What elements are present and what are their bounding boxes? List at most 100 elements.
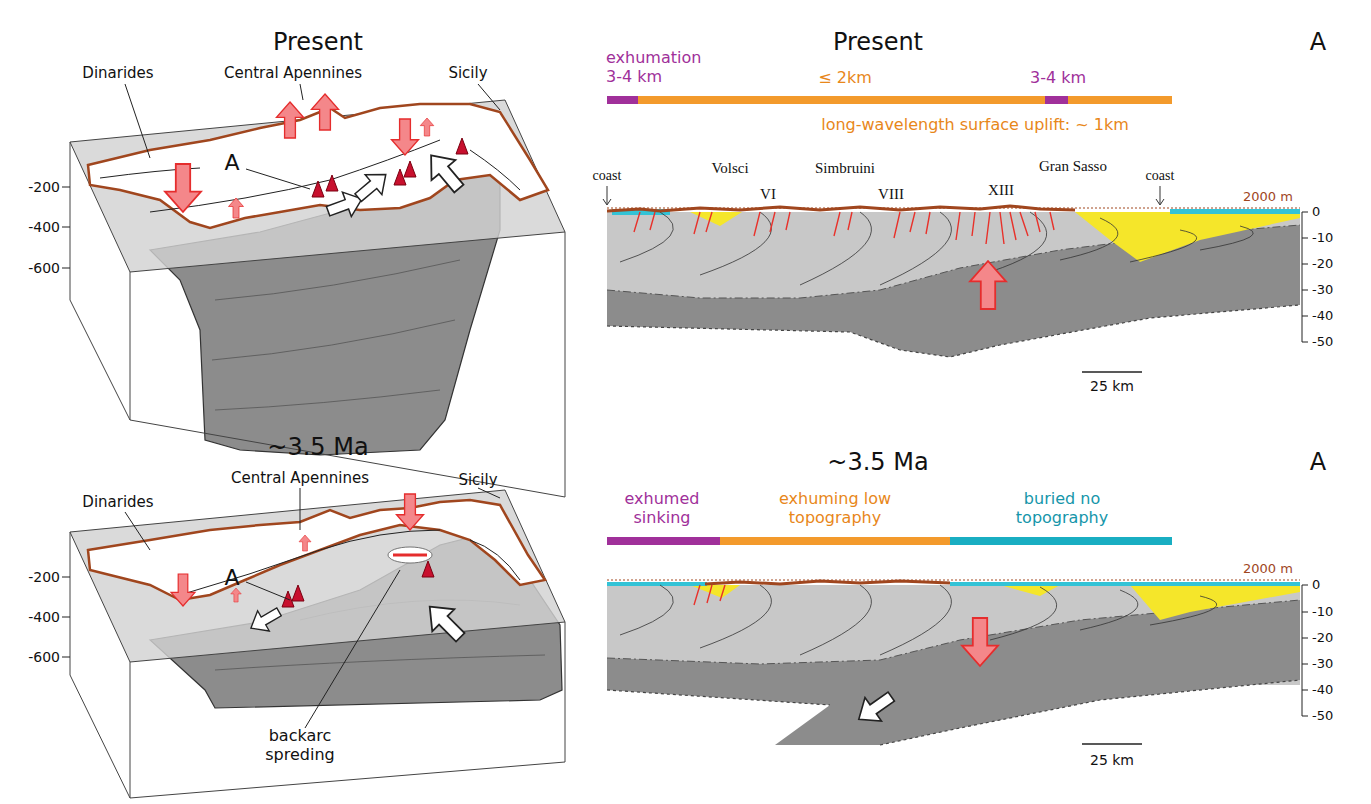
depth-axis xyxy=(1302,212,1308,342)
cross-section-present xyxy=(603,96,1308,372)
block-diagram-present-part xyxy=(404,161,416,177)
topography xyxy=(705,581,950,584)
surface xyxy=(70,100,565,272)
exhumation-bar xyxy=(1068,96,1172,104)
block-diagram-present-part xyxy=(326,175,338,191)
scale-bar xyxy=(1082,371,1142,373)
thrust xyxy=(620,212,1253,285)
panel-title: Present xyxy=(833,28,923,57)
depth-label: -400 xyxy=(28,609,60,626)
depth-label: 0 xyxy=(1312,577,1320,593)
slab-base xyxy=(607,305,1300,357)
region-name: Dinarides xyxy=(82,64,153,82)
state-bar xyxy=(720,537,950,545)
depth-label: -20 xyxy=(1312,630,1333,646)
thrust-front xyxy=(180,530,520,595)
exhumation-bar xyxy=(1045,96,1068,104)
block-diagram-past-part xyxy=(245,602,285,638)
block-diagram-present-part xyxy=(165,164,201,212)
box-edges xyxy=(70,142,565,497)
block-diagram-past-part xyxy=(422,561,434,577)
block-diagram-past-part xyxy=(299,535,311,551)
place-name: coast xyxy=(593,168,622,185)
slab-contour xyxy=(212,260,460,410)
depth-label: 0 xyxy=(1312,204,1320,220)
sea xyxy=(1170,209,1300,214)
region-name: Sicily xyxy=(448,64,487,82)
block-diagram-present xyxy=(62,84,565,497)
depth-label: -30 xyxy=(1312,282,1333,298)
land xyxy=(88,500,545,600)
scale-label: 25 km xyxy=(1090,378,1134,395)
scale-label: 25 km xyxy=(1090,752,1134,769)
exhumation-bar xyxy=(607,96,638,104)
depth-label: -30 xyxy=(1312,656,1333,672)
spreading-ridge xyxy=(393,554,427,557)
normal-fault xyxy=(634,212,1054,244)
section-marker: A xyxy=(224,150,239,176)
elevation-label: 2000 m xyxy=(1243,561,1293,577)
block-diagram-past-part xyxy=(292,585,304,601)
leader-line xyxy=(125,488,500,728)
normal-fault xyxy=(694,585,725,605)
block-diagram-present-part xyxy=(420,118,434,136)
depth-label: -10 xyxy=(1312,230,1333,246)
region-name: Sicily xyxy=(458,471,497,489)
block-diagram-present-part xyxy=(419,145,471,198)
thrust xyxy=(620,585,1217,655)
cross-section-past-part xyxy=(851,685,900,731)
elevation-line xyxy=(607,580,1300,581)
depth-label: -600 xyxy=(28,260,60,277)
feature-label: backarc spreding xyxy=(260,726,340,764)
depth-axis xyxy=(1302,585,1308,716)
block-diagram-present-part xyxy=(312,94,339,130)
basin xyxy=(1075,212,1300,262)
cross-section-past-part xyxy=(962,618,998,666)
land xyxy=(88,104,548,228)
place-name: Gran Sasso xyxy=(1039,157,1107,175)
state-bar xyxy=(950,537,1172,545)
bar-label: ≤ 2km xyxy=(818,68,872,87)
cross-section-present-part xyxy=(970,261,1006,309)
bar-label: exhumed sinking xyxy=(620,489,705,527)
backarc-basin xyxy=(388,547,432,563)
depth-label: -40 xyxy=(1312,308,1333,324)
depth-label: -600 xyxy=(28,649,60,666)
depth-label: -40 xyxy=(1312,682,1333,698)
bar-label: exhumation 3-4 km xyxy=(606,48,706,86)
section-marker: A xyxy=(1310,28,1326,57)
sea xyxy=(950,582,1300,586)
bar-label: 3-4 km xyxy=(1030,68,1086,87)
fault-number: XIII xyxy=(988,181,1014,199)
region-name: Dinarides xyxy=(82,493,153,511)
scale-bar xyxy=(1082,743,1142,745)
panel-title: Present xyxy=(273,28,363,57)
elevation-line xyxy=(607,208,1300,209)
depth-label: -200 xyxy=(28,569,60,586)
block-diagram-past-part xyxy=(231,588,242,602)
block-diagram-present-part xyxy=(456,138,468,154)
block-diagram-past-part xyxy=(397,494,424,530)
block-diagram-past-part xyxy=(171,574,195,606)
coast-arrow xyxy=(603,186,1164,205)
depth-ticks xyxy=(62,577,70,657)
place-name: Volsci xyxy=(711,159,748,177)
depth-ticks xyxy=(62,187,70,268)
depth-label: -20 xyxy=(1312,256,1333,272)
section-marker: A xyxy=(1310,448,1326,477)
state-bar xyxy=(607,537,720,545)
block-diagram-present-part xyxy=(350,164,394,207)
depth-label: -50 xyxy=(1312,334,1333,350)
box-edges xyxy=(70,532,565,798)
block-diagram-present-part xyxy=(277,102,304,138)
block-diagram-present-part xyxy=(392,119,419,155)
block-diagram-past-part xyxy=(419,596,472,649)
block-diagram-present-part xyxy=(229,198,244,218)
panel-title: ~3.5 Ma xyxy=(267,433,368,462)
sea xyxy=(607,582,707,586)
region-name: Central Apennines xyxy=(231,469,369,487)
elevation-label: 2000 m xyxy=(1243,189,1293,205)
leader-line xyxy=(125,84,500,189)
basin xyxy=(1130,585,1300,620)
